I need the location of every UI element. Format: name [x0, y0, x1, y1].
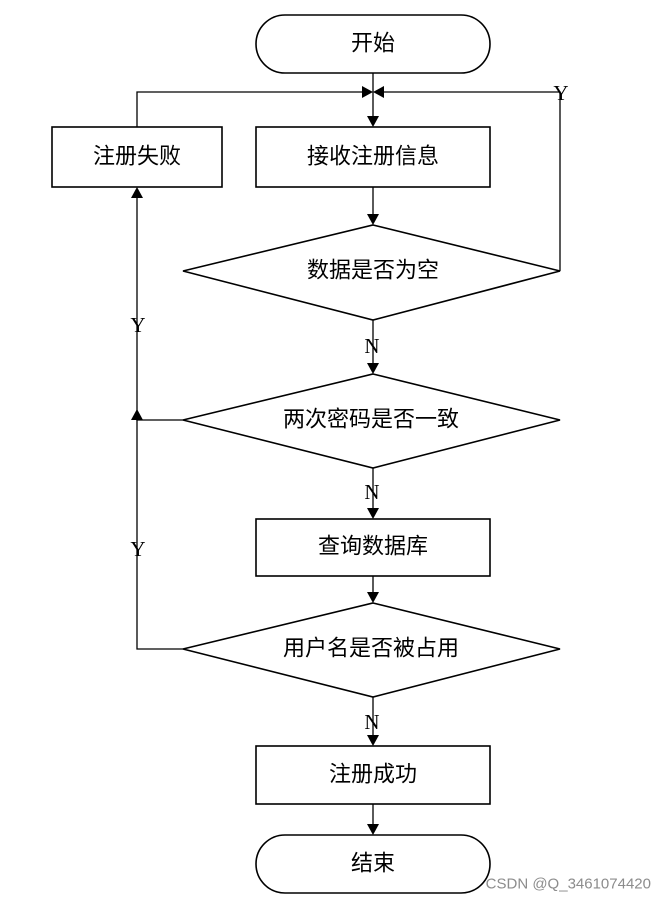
query-db-box — [255, 518, 491, 577]
check-password-label: 两次密码是否一致 — [283, 408, 459, 433]
username-no-label: N — [364, 710, 379, 734]
edge-receive-to-empty — [367, 187, 379, 225]
username-yes-label: Y — [130, 537, 145, 561]
empty-no-label: N — [364, 334, 379, 358]
receive-info-box — [255, 126, 491, 188]
end-label: 结束 — [351, 852, 395, 877]
edge-success-to-end — [367, 804, 379, 835]
empty-yes-label: Y — [553, 81, 568, 105]
edge-password-yes — [131, 187, 183, 421]
edge-password-no — [367, 468, 379, 519]
check-username-label: 用户名是否被占用 — [283, 637, 459, 662]
register-fail-label: 注册失败 — [93, 145, 181, 170]
edge-empty-yes-loop — [373, 86, 561, 271]
check-empty-label: 数据是否为空 — [307, 259, 439, 284]
password-no-label: N — [364, 480, 379, 504]
edge-empty-no — [367, 320, 379, 374]
edge-start-to-receive — [367, 73, 379, 127]
edge-fail-to-receive — [136, 86, 373, 127]
register-success-label: 注册成功 — [329, 763, 417, 788]
edge-username-yes — [136, 420, 183, 650]
receive-info-label: 接收注册信息 — [307, 145, 439, 170]
start-label: 开始 — [351, 32, 395, 57]
password-yes-label: Y — [130, 313, 145, 337]
edge-username-no — [367, 697, 379, 746]
edge-query-to-username — [367, 576, 379, 603]
watermark-text: CSDN @Q_3461074420 — [486, 876, 651, 893]
query-db-label: 查询数据库 — [318, 535, 428, 560]
